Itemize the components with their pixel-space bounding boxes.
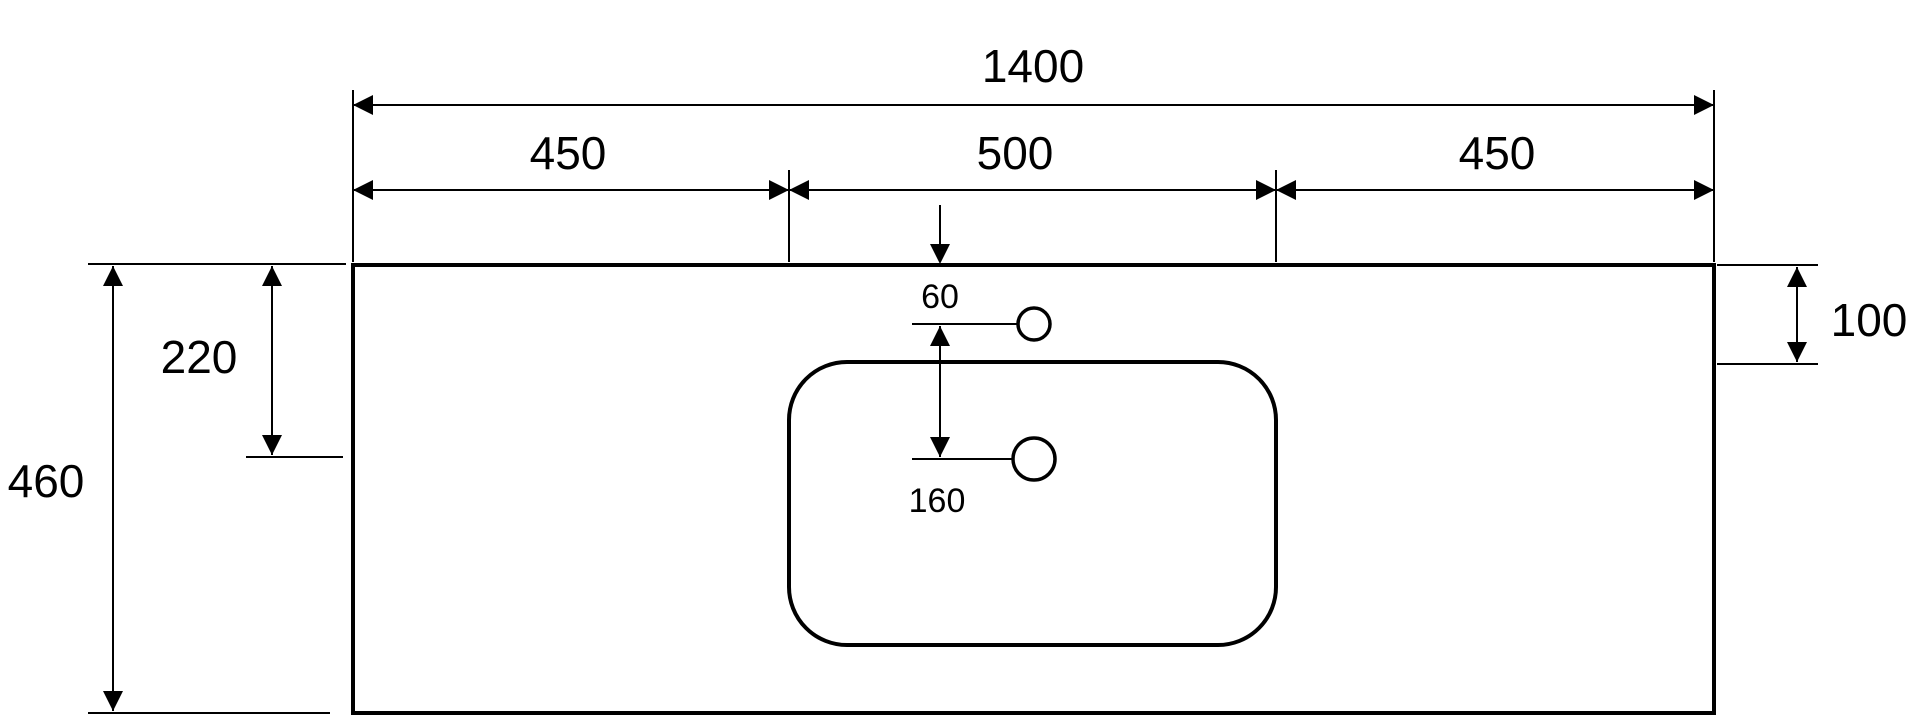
arrowhead — [789, 180, 809, 200]
arrowhead — [769, 180, 789, 200]
tap-offset-label: 60 — [921, 278, 959, 316]
arrowhead — [1276, 180, 1296, 200]
arrowhead — [103, 266, 123, 286]
left-width-label: 450 — [530, 127, 607, 179]
arrowhead — [353, 95, 373, 115]
arrowhead — [103, 691, 123, 711]
total-depth-label: 460 — [8, 455, 85, 507]
arrowhead — [262, 435, 282, 455]
arrowhead — [1694, 180, 1714, 200]
hole-spacing-label: 160 — [909, 482, 966, 520]
basin-center-depth-label: 220 — [161, 331, 238, 383]
right-width-label: 450 — [1459, 127, 1536, 179]
countertop-outline — [351, 263, 1716, 715]
basin-outline — [787, 360, 1278, 647]
arrowhead — [1694, 95, 1714, 115]
arrowhead — [353, 180, 373, 200]
basin-width-label: 500 — [977, 127, 1054, 179]
arrowhead — [1787, 267, 1807, 287]
arrowhead — [262, 266, 282, 286]
arrowhead — [930, 244, 950, 264]
tap-hole — [1016, 306, 1052, 342]
arrowhead — [930, 437, 950, 457]
arrowhead — [930, 326, 950, 346]
tap-hole-depth-label: 100 — [1831, 294, 1908, 346]
drain-hole — [1011, 436, 1057, 482]
arrowhead — [1787, 342, 1807, 362]
total-width-label: 1400 — [982, 40, 1084, 92]
arrowhead — [1256, 180, 1276, 200]
